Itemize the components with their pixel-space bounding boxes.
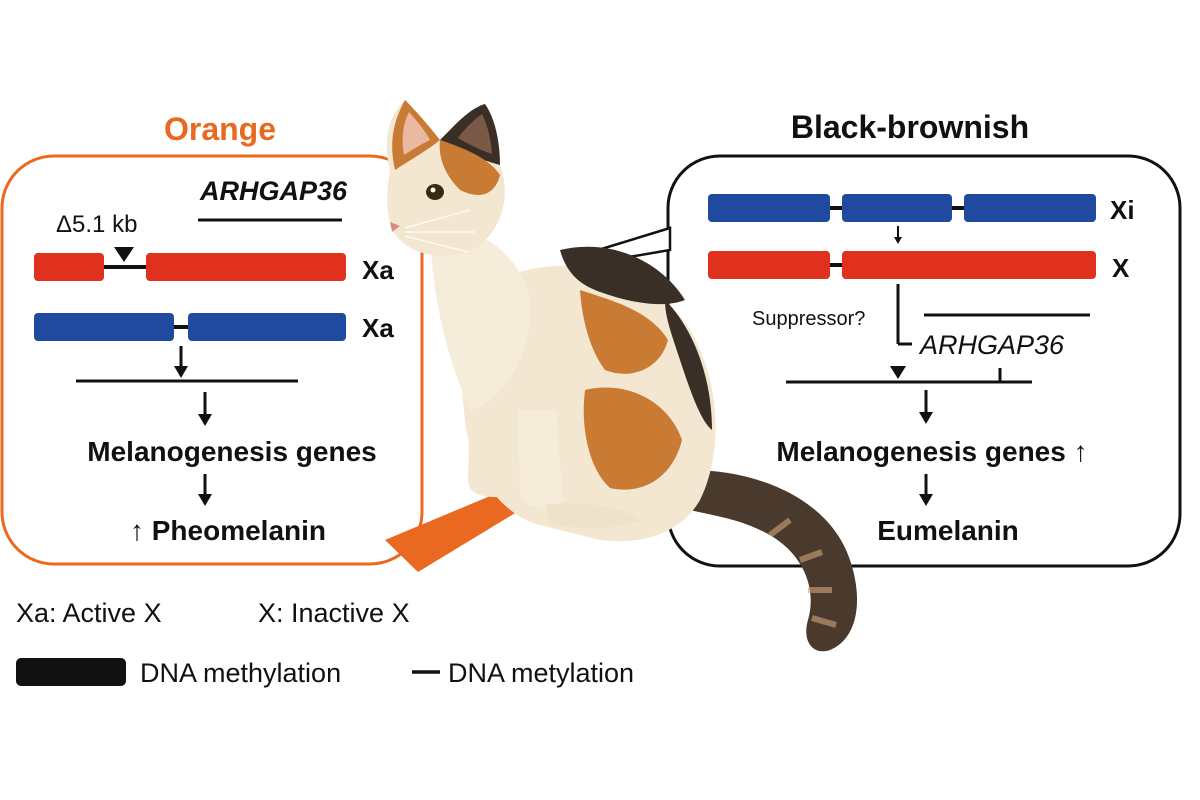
triangle-marker-icon bbox=[114, 247, 134, 262]
right-chromosome-blue bbox=[708, 194, 1096, 222]
left-chromosome-blue bbox=[34, 313, 346, 341]
right-chromosome-red bbox=[708, 251, 1096, 279]
right-xi-label: Xi bbox=[1110, 195, 1135, 225]
right-x-label: X bbox=[1112, 253, 1130, 283]
down-arrow-icon bbox=[919, 390, 933, 424]
legend-thick-methylation-label: DNA methylation bbox=[140, 658, 341, 688]
down-arrow-icon bbox=[894, 226, 902, 244]
deletion-label: Δ5.1 kb bbox=[56, 211, 137, 238]
left-panel-title: Orange bbox=[164, 111, 276, 147]
triangle-marker-icon bbox=[890, 366, 906, 379]
legend-thin-methylation-label: DNA metylation bbox=[448, 658, 634, 688]
left-chromosome-red bbox=[34, 253, 346, 281]
down-arrow-icon bbox=[919, 474, 933, 506]
down-arrow-icon bbox=[198, 392, 212, 426]
right-gene-label: ARHGAP36 bbox=[918, 330, 1065, 360]
legend-inactive-x: X: Inactive X bbox=[258, 598, 410, 628]
down-arrow-icon bbox=[174, 346, 188, 378]
left-genes-label: Melanogenesis genes bbox=[87, 436, 376, 467]
right-genes-label: Melanogenesis genes ↑ bbox=[776, 436, 1087, 467]
down-arrow-icon bbox=[198, 474, 212, 506]
right-result-label: Eumelanin bbox=[877, 515, 1019, 546]
legend-thick-methylation-swatch bbox=[16, 658, 126, 686]
left-result-label: ↑ Pheomelanin bbox=[130, 515, 326, 546]
left-xa-top-label: Xa bbox=[362, 255, 394, 285]
suppressor-label: Suppressor? bbox=[752, 308, 865, 330]
legend-active-x: Xa: Active X bbox=[16, 598, 162, 628]
left-gene-label: ARHGAP36 bbox=[199, 176, 348, 206]
calico-cat-illustration bbox=[386, 100, 858, 652]
right-panel-title: Black-brownish bbox=[791, 109, 1029, 145]
left-xa-bottom-label: Xa bbox=[362, 313, 394, 343]
